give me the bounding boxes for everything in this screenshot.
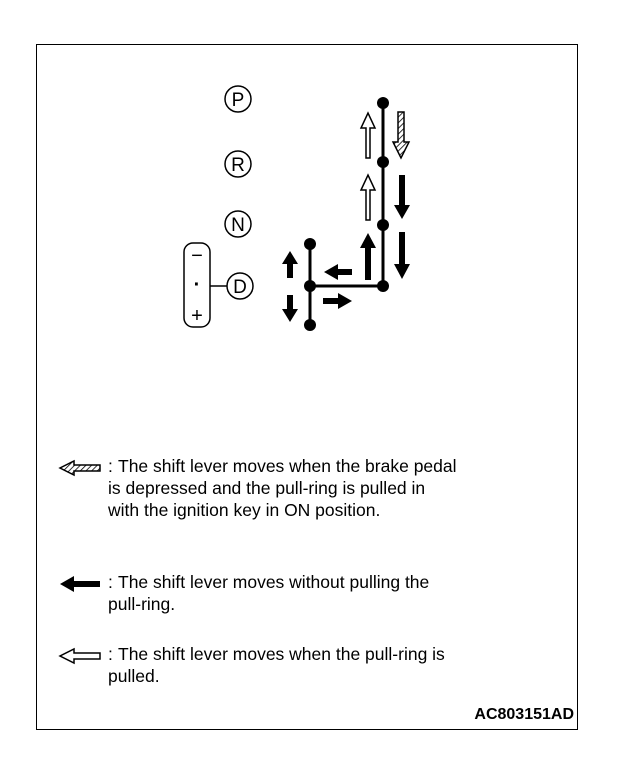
svg-text:R: R (231, 155, 245, 176)
legend-text-pull: :The shift lever moves when the pull-rin… (108, 644, 445, 686)
figure-code: AC803151AD (474, 706, 574, 723)
svg-text:D: D (233, 277, 247, 298)
dot-label: · (194, 274, 201, 296)
legend-item-no-pull: :The shift lever moves without pulling t… (56, 571, 429, 615)
gate-nodes (304, 97, 389, 331)
outline-arrow-up-2 (359, 173, 377, 221)
solid-arrow-down-1 (394, 175, 410, 219)
position-n: N (224, 210, 252, 238)
hatched-arrow-down (391, 111, 411, 160)
manual-gate: − · + (183, 242, 227, 328)
minus-label: − (191, 245, 203, 267)
legend-item-pull: :The shift lever moves when the pull-rin… (56, 643, 445, 687)
shift-gate-path (308, 103, 385, 325)
solid-arrow-down-manual (282, 295, 298, 322)
svg-text:P: P (232, 90, 245, 111)
outline-arrow-up-1 (359, 111, 377, 159)
position-d: D (226, 272, 254, 300)
legend-item-brake: :The shift lever moves when the brake pe… (56, 455, 457, 521)
figure-frame (36, 44, 578, 730)
solid-arrow-icon (60, 576, 100, 592)
solid-arrow-right (323, 293, 352, 309)
solid-arrow-up-manual (282, 251, 298, 278)
position-p: P (224, 85, 252, 113)
legend-text-brake: :The shift lever moves when the brake pe… (108, 456, 457, 520)
plus-label: + (191, 305, 203, 327)
outline-arrow-icon (58, 647, 101, 665)
position-r: R (224, 150, 252, 178)
svg-text:N: N (231, 215, 245, 236)
hatched-arrow-icon (58, 459, 101, 477)
solid-arrow-left (324, 264, 352, 280)
legend-text-no-pull: :The shift lever moves without pulling t… (108, 572, 430, 614)
solid-arrow-up-1 (360, 233, 376, 280)
solid-arrow-down-2 (394, 232, 410, 279)
